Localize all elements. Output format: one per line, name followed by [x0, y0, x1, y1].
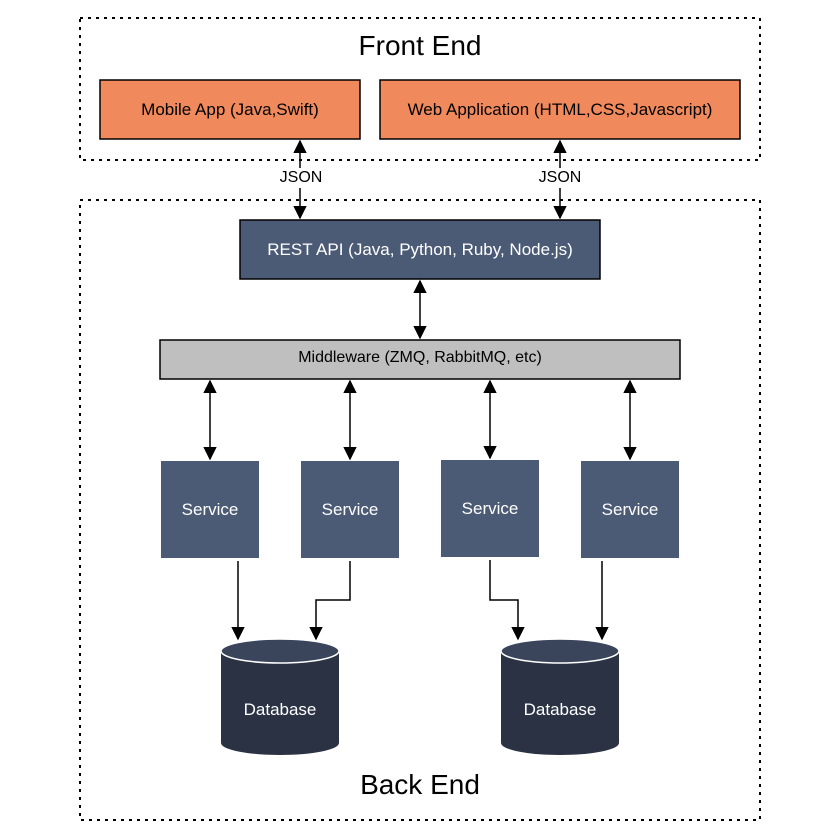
database-cylinder — [220, 638, 340, 755]
json-label: JSON — [535, 168, 585, 188]
json-label: JSON — [276, 168, 326, 188]
rest-api-box — [239, 219, 601, 280]
service-label: Service — [321, 499, 379, 519]
database-body — [501, 651, 619, 755]
middleware-label: Middleware (ZMQ, RabbitMQ, etc) — [298, 348, 542, 366]
service-label: Service — [601, 499, 659, 519]
service-label: Service — [461, 498, 519, 518]
service-box — [441, 460, 539, 557]
mobile-app-box — [99, 79, 361, 140]
database-body — [221, 651, 339, 755]
database-top — [500, 638, 620, 664]
service-label: Service — [181, 499, 239, 519]
service-box — [161, 461, 259, 558]
database-label: Database — [523, 700, 597, 719]
database-label: Database — [243, 700, 317, 719]
backend-title: Back End — [360, 769, 480, 800]
web-app-box — [379, 79, 741, 140]
service-box — [301, 461, 399, 558]
database-cylinder — [500, 638, 620, 755]
service-to-database-connector — [309, 561, 351, 641]
rest-api-label: REST API (Java, Python, Ruby, Node.js) — [267, 239, 573, 259]
frontend-title: Front End — [358, 30, 482, 61]
service-to-database-connector — [489, 560, 525, 641]
service-box — [581, 461, 679, 558]
web-app-label: Web Application (HTML,CSS,Javascript) — [407, 99, 713, 119]
mobile-app-label: Mobile App (Java,Swift) — [141, 99, 319, 119]
frontend-group-border — [79, 17, 761, 161]
database-top — [220, 638, 340, 664]
middleware-box — [159, 339, 681, 380]
backend-group-border — [79, 199, 761, 821]
